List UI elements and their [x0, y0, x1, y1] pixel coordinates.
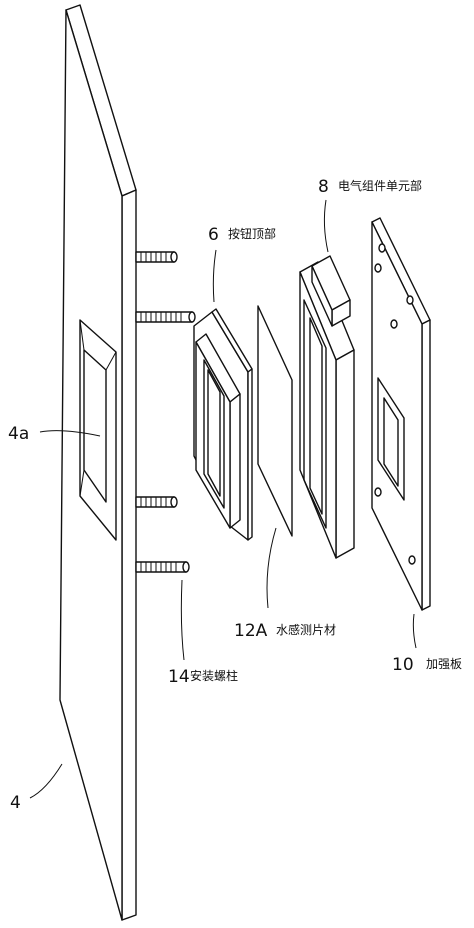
svg-text:6: 6: [208, 225, 219, 245]
label-4: 4: [10, 793, 21, 813]
svg-text:14: 14: [168, 667, 190, 687]
reinforcing-plate: [371, 217, 431, 611]
svg-text:8: 8: [318, 177, 329, 197]
stud-upper-1: [135, 251, 178, 263]
svg-text:4a: 4a: [8, 424, 29, 444]
svg-text:10: 10: [392, 655, 414, 675]
label-6: 6 按钮顶部: [208, 225, 276, 245]
label-12A: 12A 水感测片材: [234, 621, 336, 641]
svg-text:12A: 12A: [234, 621, 268, 641]
svg-text:4: 4: [10, 793, 21, 813]
stud-lower-1: [135, 496, 178, 508]
panel-4: [59, 4, 137, 921]
button-top-part: [193, 308, 253, 541]
svg-text:加强板: 加强板: [426, 657, 462, 671]
svg-text:按钮顶部: 按钮顶部: [228, 226, 276, 241]
water-sensor-sheet: [257, 305, 293, 537]
svg-text:安装螺柱: 安装螺柱: [190, 668, 238, 683]
leader-lines: [29, 199, 417, 799]
label-8: 8 电气组件单元部: [318, 177, 422, 197]
label-10: 10 加强板: [392, 655, 462, 675]
svg-text:电气组件单元部: 电气组件单元部: [338, 178, 422, 193]
stud-lower-2: [135, 561, 190, 573]
label-14: 14 安装螺柱: [168, 667, 238, 687]
label-4a: 4a: [8, 424, 29, 444]
svg-text:水感测片材: 水感测片材: [276, 622, 336, 637]
stud-upper-2: [135, 311, 196, 323]
hole-4a: [79, 319, 117, 541]
electric-component-unit: [299, 255, 355, 559]
